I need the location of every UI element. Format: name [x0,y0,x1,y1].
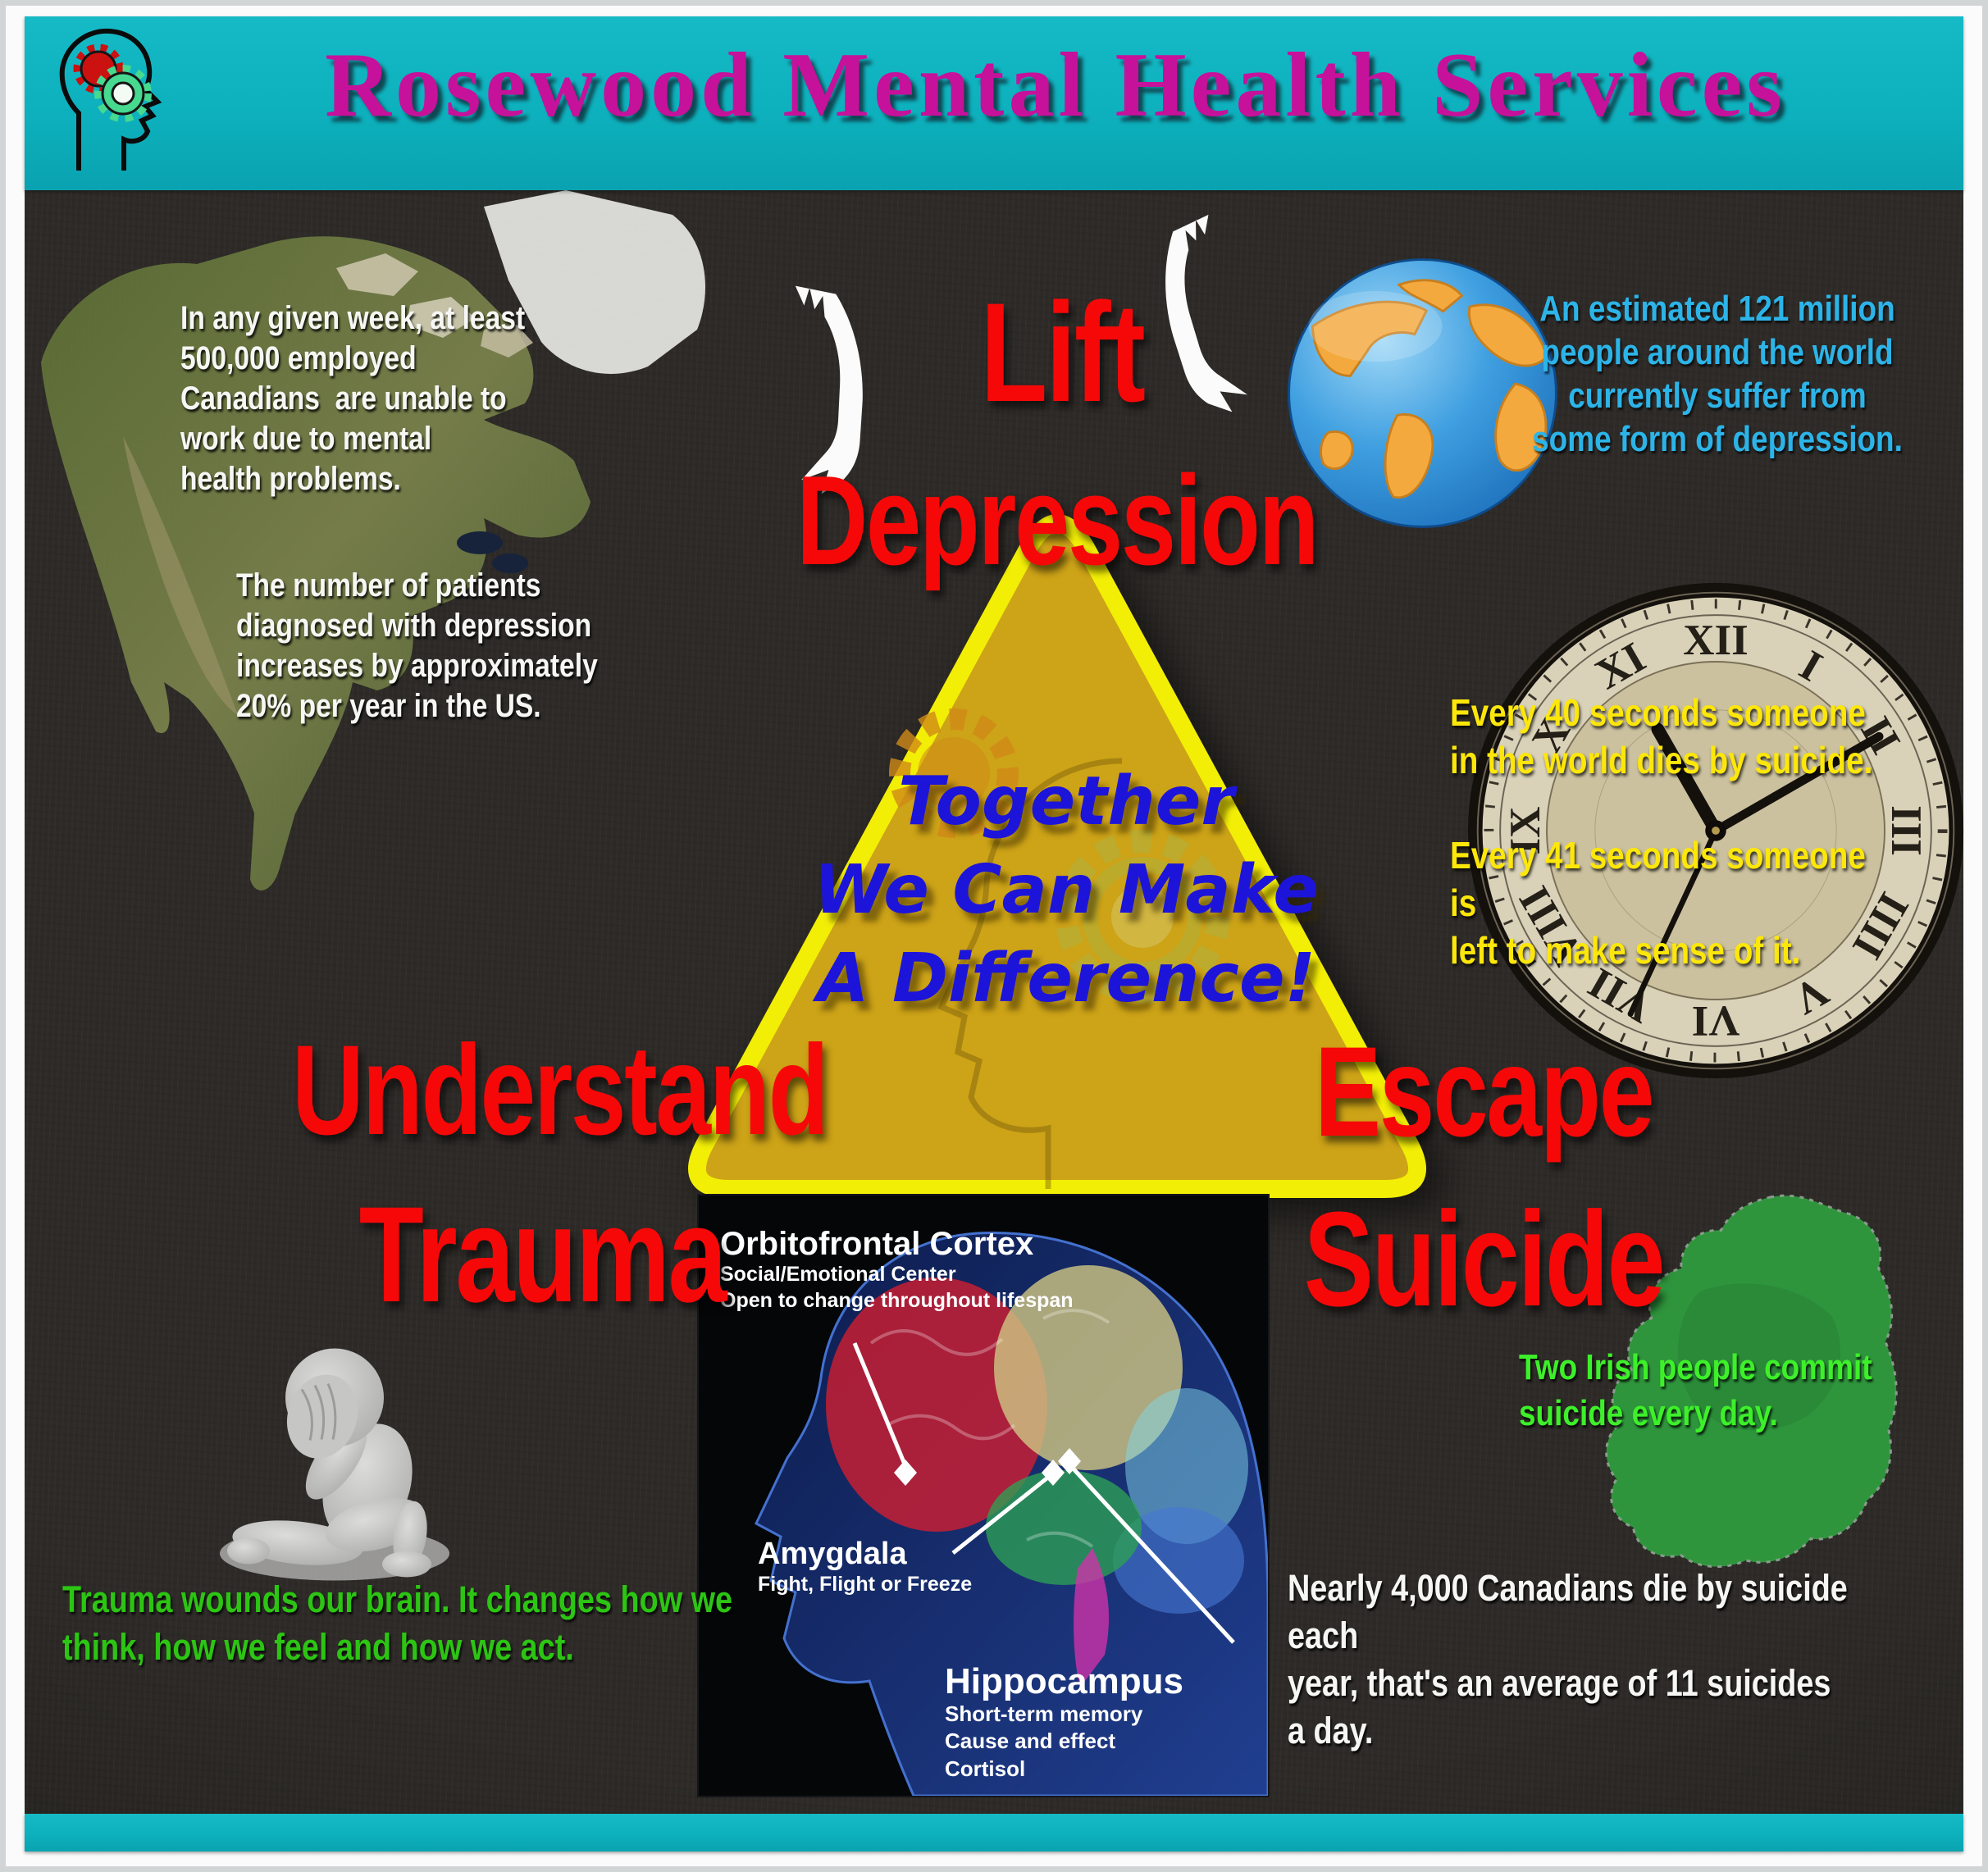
stat-trauma-brain: Trauma wounds our brain. It changes how … [62,1578,733,1668]
clock-numeral: VI [1692,997,1740,1045]
warning-triangle [688,514,1426,1198]
clock-numeral: XII [1683,617,1748,664]
stat-canada-suicide: Nearly 4,000 Canadians die by suicide ea… [1288,1567,1848,1751]
heading-escape: Escape [1314,1021,1654,1164]
ireland-map [1605,1194,1898,1569]
antique-clock-icon: XII I II III IIII V VI VII VIII IX X XI [1467,582,1964,1079]
frontal-lobe [826,1278,1047,1532]
label-orbitofrontal: Orbitofrontal Cortex Social/Emotional Ce… [720,1226,1074,1312]
stat-world-depression: An estimated 121 million people around t… [1532,289,1903,459]
greenland-shape [484,190,705,374]
parietal-lobe [994,1265,1183,1470]
stat-canada-work: In any given week, at least 500,000 empl… [180,300,526,497]
flying-bird-icon [795,285,863,494]
occipital-lobe [1125,1388,1248,1544]
north-america-map [41,190,705,890]
head-with-gears-icon [59,28,162,171]
footer-bar [25,1814,1963,1852]
page-title: Rosewood Mental Health Services [325,34,1786,136]
stat-ireland-suicide: Two Irish people commit suicide every da… [1519,1347,1872,1433]
header-bar [25,16,1963,190]
heading-depression: Depression [796,449,1319,591]
heading-trauma: Trauma [358,1179,727,1331]
clock-numeral: III [1882,805,1930,856]
label-hippocampus: Hippocampus Short-term memory Cause and … [945,1661,1183,1781]
annotation-markers [894,1448,1081,1486]
stat-suicide-40s: Every 40 seconds someone in the world di… [1450,691,1873,781]
triangle-message: Together We Can Make A Difference! [814,763,1319,1018]
brainstem [1074,1548,1109,1688]
stat-suicide-41s: Every 41 seconds someone is left to make… [1450,834,1866,972]
clock-hands [1627,722,1884,1018]
heading-lift: Lift [980,274,1146,431]
brain-diagram-image: Orbitofrontal Cortex Social/Emotional Ce… [699,1196,1268,1796]
flying-bird-icon [1165,214,1247,412]
heading-suicide: Suicide [1303,1184,1666,1334]
cerebellum [1113,1507,1244,1614]
globe-icon [1288,258,1557,528]
green-gear-icon [94,65,152,122]
clock-numeral: IX [1502,807,1549,855]
temporal-lobe [986,1470,1142,1585]
main-content: In any given week, at least 500,000 empl… [25,190,1964,1814]
heading-understand: Understand [292,1019,829,1162]
red-gear-icon [73,43,124,94]
stat-us-depression: The number of patients diagnosed with de… [236,567,598,724]
gear-watermark [889,708,1229,1004]
annotation-lines [852,1342,1235,1644]
head-watermark [937,758,1123,1189]
label-amygdala: Amygdala Fight, Flight or Freeze [758,1537,973,1596]
grieving-figure-icon [220,1348,449,1581]
